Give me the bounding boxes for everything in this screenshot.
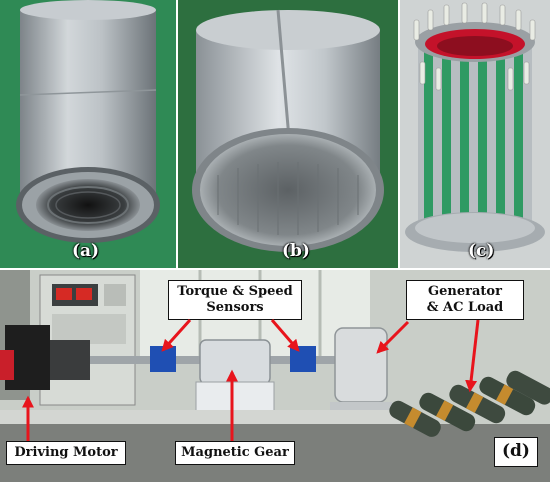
stator-ring-photo [178, 0, 398, 268]
outer-ring-photo [0, 0, 176, 268]
generator-callout-line2: & AC Load [426, 300, 504, 315]
inner-rotor-photo [400, 0, 550, 268]
generator-ac-load-callout: Generator & AC Load [406, 280, 524, 320]
panel-label-a: (a) [72, 241, 100, 261]
generator-callout-line1: Generator [428, 284, 502, 299]
photo-panel-c: (c) [400, 0, 550, 268]
photo-panel-b: (b) [178, 0, 398, 268]
torque-callout-line1: Torque & Speed [177, 284, 293, 299]
panel-label-b: (b) [282, 241, 310, 261]
photo-panel-a: (a) [0, 0, 176, 268]
panel-label-c: (c) [468, 241, 495, 261]
magnetic-gear-callout: Magnetic Gear [175, 441, 295, 465]
torque-callout-line2: Sensors [206, 300, 264, 315]
driving-motor-callout: Driving Motor [6, 441, 126, 465]
panel-label-d: (d) [494, 437, 538, 467]
torque-speed-sensors-callout: Torque & Speed Sensors [168, 280, 302, 320]
